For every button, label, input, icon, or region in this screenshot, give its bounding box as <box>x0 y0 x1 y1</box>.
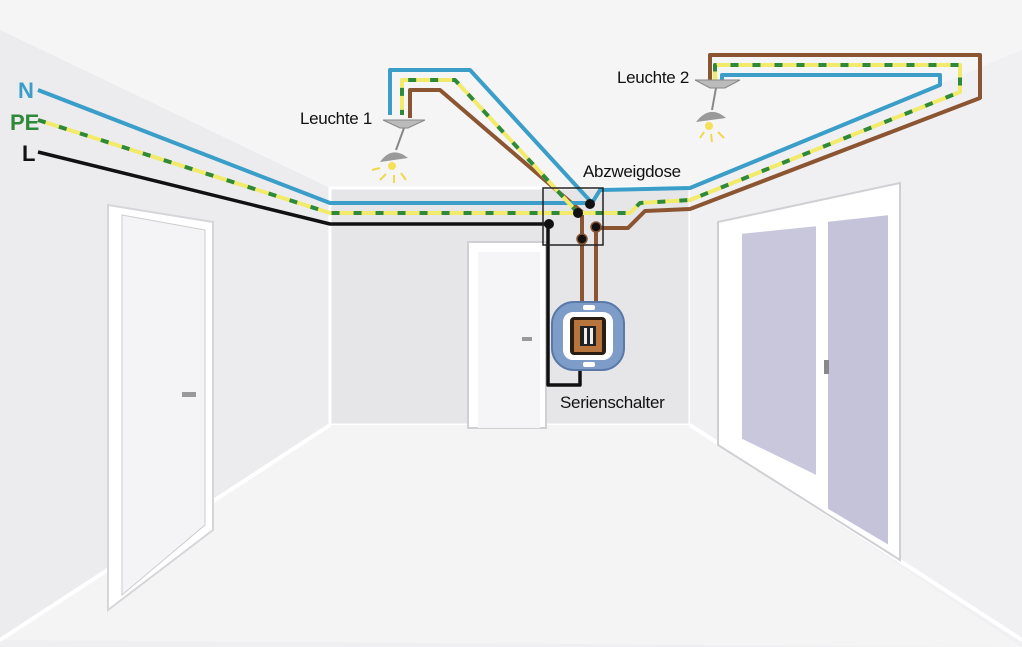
pe-wire-stripe <box>37 63 962 215</box>
balcony-door <box>717 181 901 562</box>
line-label: L <box>22 141 36 166</box>
pe-label: PE <box>10 110 40 135</box>
switch-label: Serienschalter <box>560 393 665 412</box>
lamp-1-label: Leuchte 1 <box>300 109 372 128</box>
lamp-2-icon <box>694 79 741 143</box>
ceiling <box>0 0 1022 188</box>
series-switch-icon <box>551 301 625 371</box>
floor <box>0 425 1022 647</box>
switched-wire-2 <box>594 53 982 310</box>
back-door <box>467 241 547 429</box>
junction-box-label: Abzweigdose <box>583 162 681 181</box>
left-door <box>107 203 214 613</box>
junction-box <box>542 187 604 246</box>
lamp-1-icon <box>371 119 426 183</box>
neutral-label: N <box>18 78 34 103</box>
lamp-2-label: Leuchte 2 <box>617 68 689 87</box>
wires <box>37 53 982 387</box>
neutral-wire <box>37 68 942 205</box>
